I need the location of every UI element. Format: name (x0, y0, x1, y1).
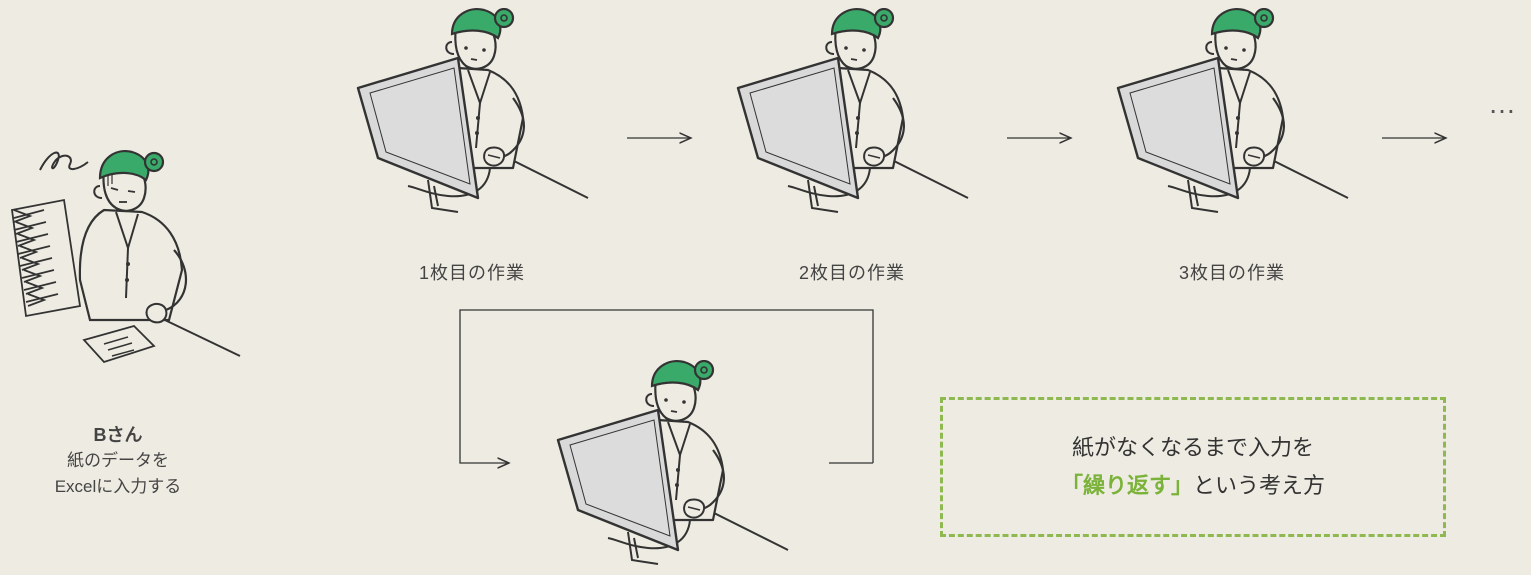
arrow-step-2-to-3 (1007, 132, 1075, 144)
callout-emphasis: 「繰り返す」 (1060, 473, 1193, 498)
callout-line-2-rest: という考え方 (1193, 473, 1326, 498)
arrow-step-3-to-next (1382, 132, 1450, 144)
worker-illustration-step-3 (1098, 8, 1358, 218)
step-2-label: 2枚目の作業 (798, 263, 905, 283)
loop-arrow (459, 309, 874, 475)
person-b-illustration (4, 130, 244, 370)
callout-line-1: 紙がなくなるまで入力を (1071, 435, 1314, 460)
arrow-step-1-to-2 (627, 132, 695, 144)
callout-line-2: 「繰り返す」という考え方 (1061, 467, 1325, 505)
worker-illustration-step-1 (338, 8, 598, 218)
step-3-label: 3枚目の作業 (1178, 263, 1285, 283)
continuation-ellipsis: … (1488, 88, 1518, 119)
step-1-label: 1枚目の作業 (418, 263, 525, 283)
worker-illustration-step-2 (718, 8, 978, 218)
worker-illustration-loop (538, 360, 798, 570)
person-b-caption: Bさん 紙のデータを Excelに入力する (0, 422, 236, 500)
repeat-concept-callout: 紙がなくなるまで入力を 「繰り返す」という考え方 (940, 397, 1446, 537)
person-b-desc-line1: 紙のデータを (67, 451, 169, 470)
person-b-name: Bさん (93, 425, 143, 445)
person-b-desc-line2: Excelに入力する (54, 477, 182, 496)
